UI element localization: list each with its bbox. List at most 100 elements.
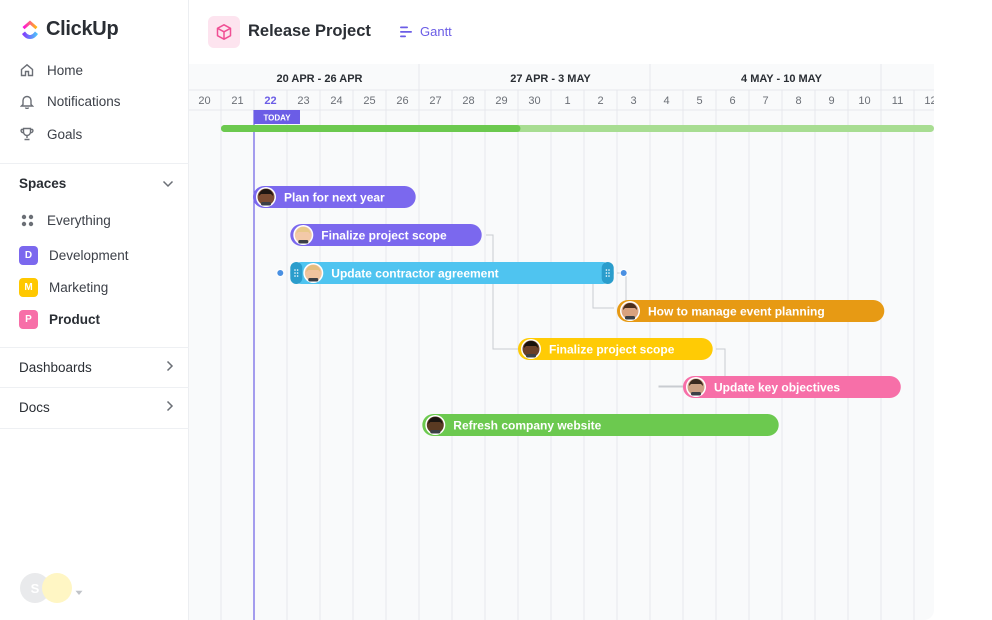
grip-dot (294, 272, 296, 274)
space-marketing[interactable]: M Marketing (19, 278, 108, 297)
bell-icon (19, 93, 35, 109)
day-label: 24 (330, 95, 342, 107)
nav-home[interactable]: Home (19, 62, 83, 78)
grip-dot (608, 272, 610, 274)
space-development[interactable]: D Development (19, 246, 129, 265)
day-label: 29 (495, 95, 507, 107)
chevron-down-icon[interactable] (162, 176, 174, 191)
day-label: 7 (762, 95, 768, 107)
space-everything-label: Everything (47, 212, 111, 228)
task-bar-label: Update contractor agreement (331, 266, 498, 280)
dependency-connector (592, 273, 614, 309)
dependency-connector (486, 234, 519, 350)
drag-handle-dot (276, 269, 285, 277)
avatar-shirt (261, 202, 271, 206)
docs-label: Docs (19, 400, 50, 415)
nav-goals[interactable]: Goals (19, 126, 82, 142)
space-everything[interactable]: Everything (19, 212, 111, 228)
week-label: 27 APR - 3 MAY (510, 73, 591, 85)
avatar-shirt (526, 354, 536, 358)
day-label: 21 (231, 95, 243, 107)
sidebar-divider (0, 387, 189, 388)
task-bar[interactable]: How to manage event planning (617, 300, 885, 322)
timeline-header (189, 64, 934, 110)
avatar-shirt (691, 392, 701, 396)
day-label: 22 (264, 95, 276, 107)
clickup-logo[interactable]: ClickUp (20, 18, 119, 41)
drag-handle-dot (619, 269, 628, 277)
task-bar[interactable]: Finalize project scope (518, 338, 713, 360)
day-label: 25 (363, 95, 375, 107)
resize-handle-right (601, 262, 614, 284)
task-bar[interactable]: Update contractor agreement (276, 262, 628, 284)
space-product[interactable]: P Product (19, 310, 100, 329)
space-product-label: Product (49, 312, 101, 327)
avatar-hair (623, 303, 637, 310)
task-bar-fill (518, 338, 713, 360)
chevron-right-icon[interactable] (166, 360, 174, 375)
nav-goals-label: Goals (47, 126, 83, 142)
day-label: 6 (729, 95, 735, 107)
spaces-label: Spaces (19, 176, 67, 191)
day-label: 9 (828, 95, 834, 107)
day-label: 2 (597, 95, 603, 107)
task-bar-fill (683, 376, 901, 398)
sidebar: ClickUp Home Notifications Goals Spaces (0, 0, 189, 620)
grip-dot (296, 269, 299, 271)
day-label: 8 (795, 95, 801, 107)
dashboards-header[interactable]: Dashboards (19, 360, 174, 375)
grip-dot (294, 269, 296, 271)
tab-gantt[interactable]: Gantt (400, 24, 452, 39)
task-bar[interactable]: Plan for next year (253, 186, 416, 208)
app-name: ClickUp (46, 18, 119, 40)
day-label: 12 (924, 95, 934, 107)
day-label: 11 (892, 95, 903, 107)
grip-dot (605, 269, 608, 271)
avatar-hair (428, 417, 443, 424)
trophy-icon (19, 126, 35, 142)
day-label: 3 (630, 95, 636, 107)
space-badge-product: P (19, 310, 38, 329)
avatar-shirt (430, 430, 441, 434)
avatar-hair (306, 265, 321, 272)
cube-icon (216, 24, 232, 40)
today-badge-label: TODAY (263, 114, 291, 123)
avatar-hair (524, 341, 538, 348)
docs-header[interactable]: Docs (19, 400, 174, 415)
status-avatar (42, 573, 72, 603)
day-label: 10 (858, 95, 870, 107)
space-badge-development: D (19, 246, 38, 265)
day-label: 28 (462, 95, 474, 107)
page-header: Release Project Gantt (189, 0, 992, 64)
tab-gantt-label: Gantt (420, 24, 452, 39)
grid-dots-icon (19, 212, 35, 228)
task-bar[interactable]: Finalize project scope (290, 224, 482, 246)
week-label: 4 MAY - 10 MAY (741, 73, 823, 85)
nav-notifications[interactable]: Notifications (19, 93, 121, 109)
task-bar[interactable]: Refresh company website (422, 414, 779, 436)
space-badge-marketing: M (19, 278, 38, 297)
project-icon (208, 16, 240, 48)
sidebar-divider (0, 163, 189, 164)
home-icon (19, 62, 35, 78)
clickup-logo-icon (22, 20, 38, 39)
grip-dot (605, 275, 608, 277)
chevron-right-icon[interactable] (166, 400, 174, 415)
task-bar[interactable]: Update key objectives (683, 376, 901, 398)
space-development-label: Development (49, 248, 129, 263)
caret-down-icon (75, 583, 83, 601)
week-label: 20 APR - 26 APR (277, 73, 363, 85)
spaces-header[interactable]: Spaces (19, 176, 174, 191)
task-bar-label: How to manage event planning (648, 304, 825, 318)
nav-home-label: Home (47, 62, 84, 78)
day-label: 20 (198, 95, 210, 107)
user-menu[interactable]: S (20, 573, 90, 603)
project-progress-fill (221, 125, 521, 132)
grip-dot (608, 275, 610, 277)
today-badge (254, 110, 300, 124)
task-bar-fill (617, 300, 885, 322)
avatar-hair (259, 189, 273, 196)
sidebar-divider (0, 428, 189, 429)
